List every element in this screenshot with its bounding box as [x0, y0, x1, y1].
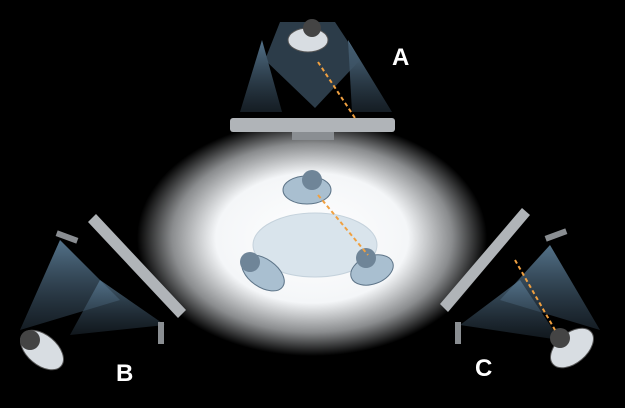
person-left [240, 252, 285, 292]
label-b: B [116, 360, 134, 387]
station-c [440, 208, 600, 369]
station-b [20, 214, 186, 371]
station-a [230, 19, 395, 140]
label-a: A [392, 44, 410, 71]
gaze-line-center [317, 194, 369, 256]
label-c: C [475, 355, 493, 382]
person-right [350, 248, 394, 286]
